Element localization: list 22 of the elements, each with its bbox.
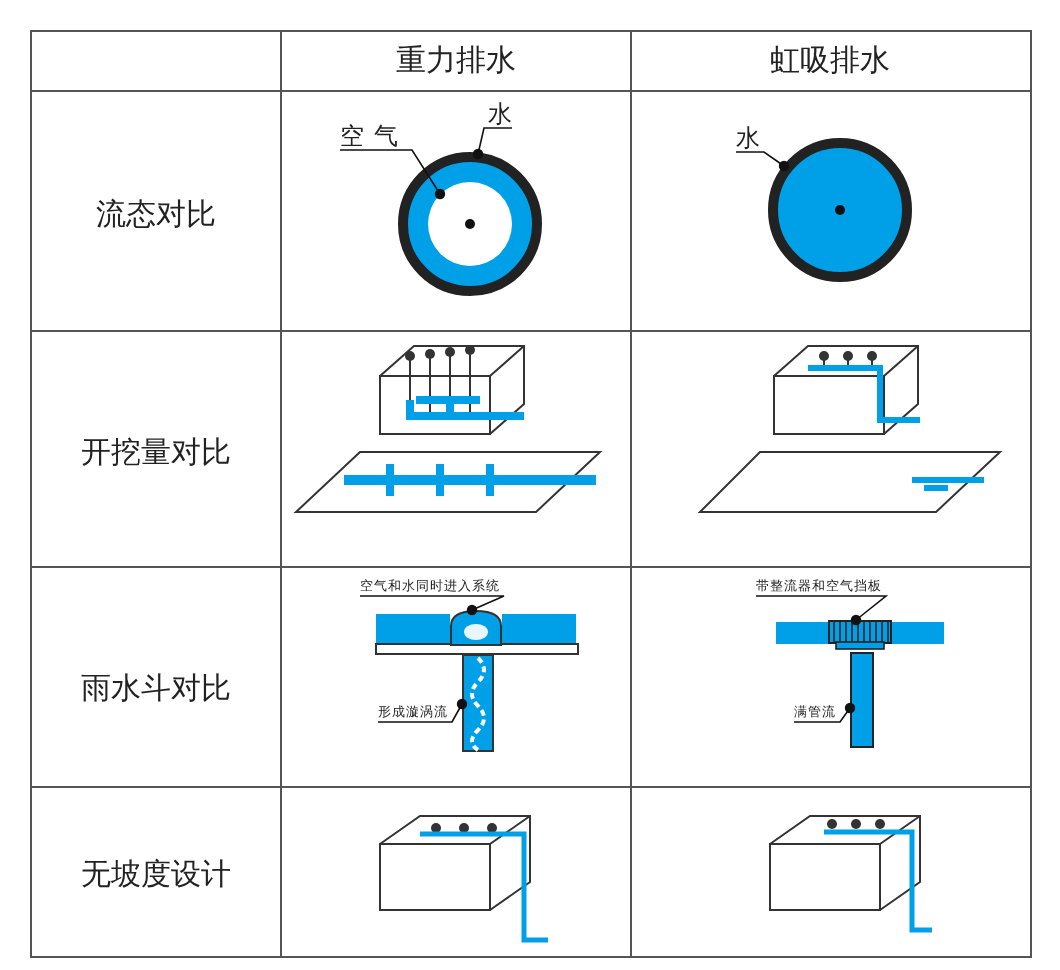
- callout-label: 水: [736, 126, 760, 150]
- callout-label: 空气: [340, 124, 408, 148]
- row-label: 无坡度设计: [81, 855, 231, 893]
- row-label: 流态对比: [96, 195, 216, 233]
- callout-label: 水: [488, 102, 512, 126]
- row-label: 雨水斗对比: [81, 669, 231, 707]
- leader-line: [755, 595, 889, 626]
- downpipe: [462, 654, 494, 752]
- air-core: [428, 182, 512, 266]
- water-disk: [768, 138, 912, 282]
- leader-line: [377, 698, 468, 723]
- downpipe: [850, 652, 874, 748]
- column-header: 重力排水: [396, 41, 516, 79]
- hopper-grate: [828, 620, 892, 650]
- leader-line: [359, 595, 505, 616]
- leader-line: [793, 702, 856, 723]
- column-header: 虹吸排水: [770, 41, 890, 79]
- water-ring: [398, 152, 542, 296]
- leader-line: [735, 151, 790, 172]
- hopper-dome: [450, 610, 502, 646]
- row-label: 开挖量对比: [81, 433, 231, 471]
- leader-line: [339, 149, 446, 200]
